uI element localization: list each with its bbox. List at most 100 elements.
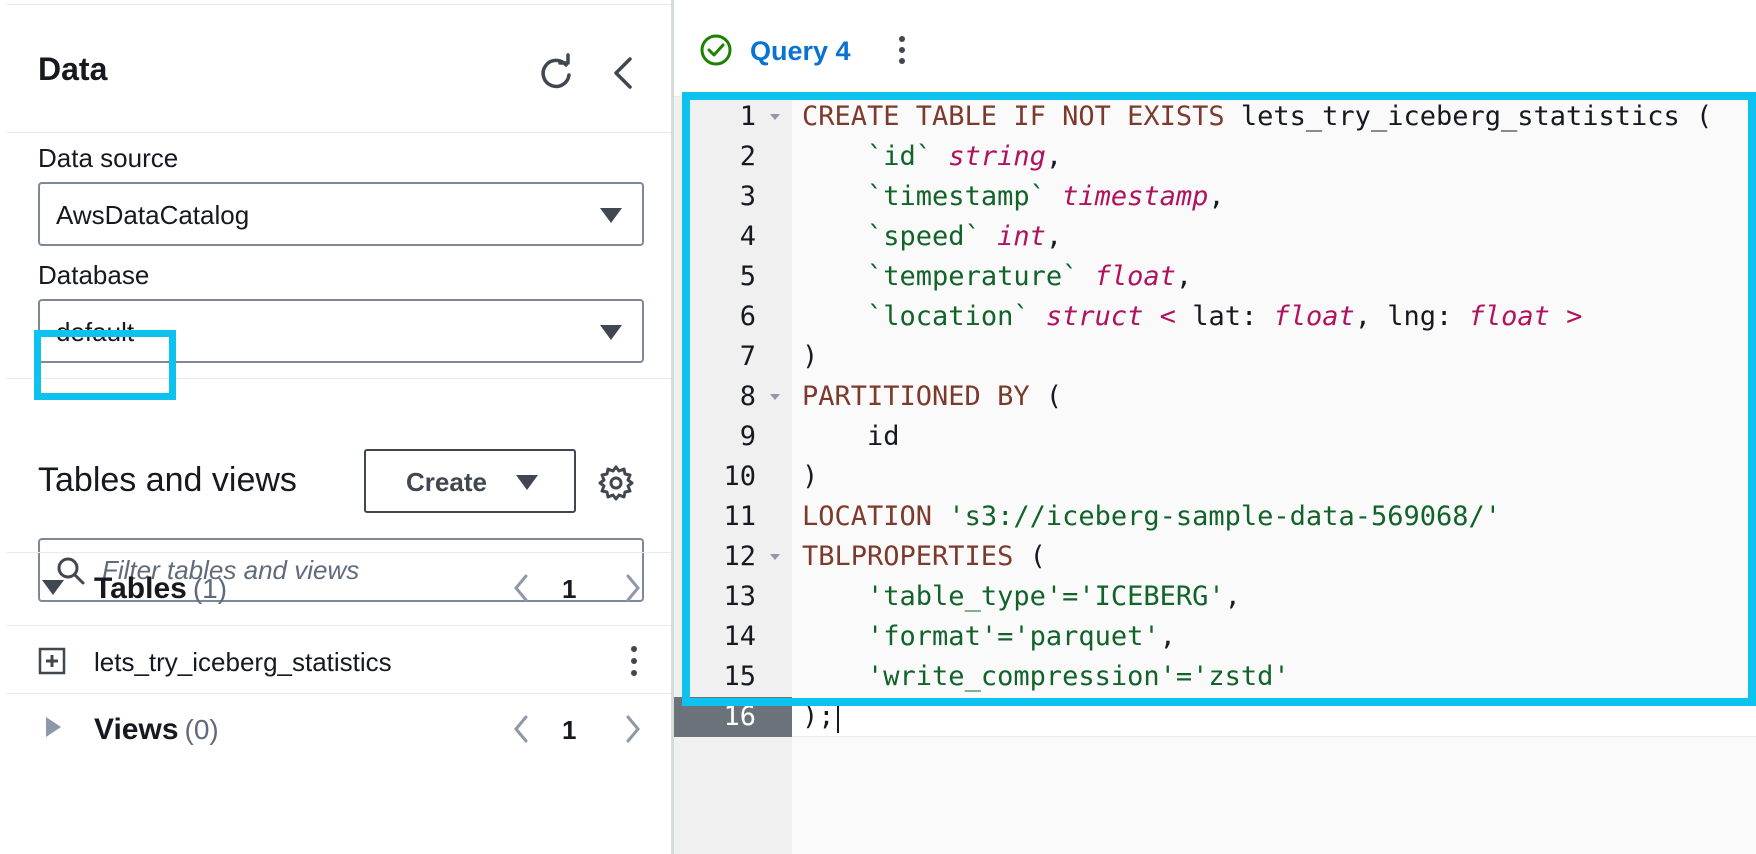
line-number: 3 [739, 181, 756, 212]
column-type: timestamp [1062, 181, 1209, 212]
code-content[interactable]: CREATE TABLE IF NOT EXISTS lets_try_iceb… [802, 97, 1756, 854]
column-type: string [948, 141, 1046, 172]
views-group-label: Views [94, 713, 179, 746]
code-line: ); [802, 697, 839, 737]
divider [6, 625, 676, 626]
string-literal: 'write_compression'='zstd' [867, 661, 1290, 692]
fold-toggle-icon[interactable] [770, 554, 780, 560]
code-line: ) [802, 461, 819, 492]
column-type: float [1273, 301, 1355, 332]
code-line: `speed` int, [867, 221, 1063, 252]
sql-keyword: LOCATION [802, 501, 933, 532]
caret-down-icon [600, 208, 622, 223]
code-line: `temperature` float, [867, 261, 1193, 292]
sql-keyword: TBLPROPERTIES [802, 541, 1014, 572]
create-button[interactable]: Create [364, 449, 576, 513]
string-literal: 'table_type'='ICEBERG' [867, 581, 1225, 612]
divider [6, 693, 676, 694]
line-number-active: 16 [674, 697, 792, 737]
code-line: 'write_compression'='zstd' [802, 657, 1290, 697]
views-count: (0) [184, 714, 219, 745]
caret-right-icon[interactable] [46, 717, 61, 737]
line-number: 6 [739, 301, 756, 332]
chevron-right-icon[interactable] [618, 570, 648, 606]
tab-label[interactable]: Query 4 [750, 36, 851, 66]
code-line: CREATE TABLE IF NOT EXISTS lets_try_iceb… [802, 97, 1712, 137]
data-source-label: Data source [38, 143, 179, 173]
database-select[interactable]: default [38, 299, 644, 363]
line-number: 1 [739, 101, 756, 132]
chevron-left-icon[interactable] [506, 711, 536, 747]
divider [6, 552, 676, 553]
caret-down-icon [600, 325, 622, 340]
filter-tables-input[interactable] [102, 550, 622, 590]
column-name: `speed` [867, 221, 981, 252]
line-number: 9 [739, 421, 756, 452]
data-panel: Data Data source AwsDataCatalog Database… [6, 4, 676, 854]
sql-keyword: CREATE TABLE IF NOT EXISTS [802, 101, 1225, 132]
create-button-label: Create [406, 467, 487, 497]
chevron-left-icon [614, 57, 632, 89]
code-line: `timestamp` timestamp, [867, 181, 1225, 212]
column-name: `id` [867, 141, 933, 172]
panel-resize-border[interactable] [671, 0, 674, 854]
code-line: id [802, 421, 900, 452]
line-number: 13 [723, 581, 756, 612]
tables-count: (1) [192, 573, 228, 604]
column-type: float [1094, 261, 1176, 292]
divider [6, 378, 676, 379]
column-name: `timestamp` [867, 181, 1046, 212]
fold-toggle-icon[interactable] [770, 114, 780, 120]
line-number: 12 [723, 541, 756, 572]
filter-field[interactable] [38, 538, 644, 602]
panel-title: Data [38, 51, 108, 87]
chevron-right-icon[interactable] [618, 711, 648, 747]
plus-square-icon[interactable] [38, 647, 66, 675]
string-literal: 's3://iceberg-sample-data-569068/' [948, 501, 1501, 532]
caret-down-icon[interactable] [42, 580, 64, 595]
table-list-item[interactable]: lets_try_iceberg_statistics [6, 625, 676, 697]
code-punctuation: ( [1013, 541, 1046, 572]
database-value: default [56, 317, 135, 347]
table-name: lets_try_iceberg_statistics [94, 647, 392, 677]
more-actions-icon[interactable] [626, 643, 642, 679]
line-number: 8 [739, 381, 756, 412]
tables-group-title[interactable]: Tables(1) [94, 572, 227, 606]
panel-header: Data [6, 5, 676, 133]
search-icon [57, 557, 85, 585]
views-group-title[interactable]: Views(0) [94, 713, 219, 747]
code-punctuation: ); [802, 701, 835, 732]
column-name: `location` [867, 301, 1030, 332]
views-page-number: 1 [562, 715, 577, 745]
tables-group-header: Tables(1) 1 [6, 552, 676, 624]
gear-icon [598, 465, 634, 501]
settings-button[interactable] [596, 463, 636, 503]
fold-toggle-icon[interactable] [770, 394, 780, 400]
column-type: int [997, 221, 1046, 252]
column-type: float [1468, 301, 1550, 332]
query-editor-area: Query 4 1 2 3 4 5 6 7 8 9 10 11 12 13 14… [674, 0, 1756, 854]
column-type: struct [1045, 301, 1144, 332]
line-number-gutter: 1 2 3 4 5 6 7 8 9 10 11 12 13 14 15 16 [674, 97, 792, 854]
code-line: TBLPROPERTIES ( [802, 537, 1046, 577]
data-source-select[interactable]: AwsDataCatalog [38, 182, 644, 246]
code-line: 'table_type'='ICEBERG', [867, 581, 1241, 612]
collapse-panel-button[interactable] [604, 51, 644, 95]
line-number: 15 [723, 661, 756, 692]
code-line: PARTITIONED BY ( [802, 377, 1062, 417]
string-literal: 'format'='parquet' [867, 621, 1160, 652]
chevron-left-icon[interactable] [506, 570, 536, 606]
check-circle-icon [700, 34, 732, 66]
code-editor[interactable]: 1 2 3 4 5 6 7 8 9 10 11 12 13 14 15 16 C… [674, 96, 1756, 854]
caret-down-icon [516, 475, 538, 490]
code-line: 'format'='parquet', [867, 621, 1176, 652]
tab-menu-icon[interactable] [894, 32, 910, 68]
refresh-button[interactable] [534, 51, 578, 95]
database-label: Database [38, 260, 150, 290]
table-identifier: lets_try_iceberg_statistics ( [1224, 101, 1713, 132]
code-line: `id` string, [867, 141, 1063, 172]
tables-page-number: 1 [562, 574, 577, 604]
line-number: 4 [739, 221, 756, 252]
line-number: 2 [739, 141, 756, 172]
code-line: LOCATION 's3://iceberg-sample-data-56906… [802, 497, 1501, 537]
